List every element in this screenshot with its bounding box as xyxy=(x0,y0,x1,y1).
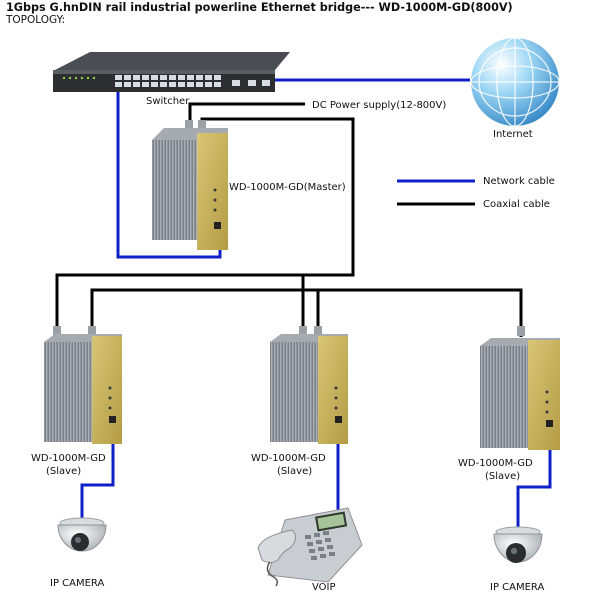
slave-right-role-label: (Slave) xyxy=(485,471,520,482)
slave-mid-model-label: WD-1000M-GD xyxy=(251,453,326,464)
slave-left-role-label: (Slave) xyxy=(46,466,81,477)
legend-coax-label: Coaxial cable xyxy=(483,199,550,210)
camera-left-label: IP CAMERA xyxy=(50,578,104,589)
voip-phone-icon xyxy=(257,507,363,587)
master-device xyxy=(152,120,228,250)
slave-device-middle xyxy=(270,326,348,444)
switcher-label: Switcher xyxy=(146,96,190,107)
slave-right-model-label: WD-1000M-GD xyxy=(458,458,533,469)
topology-label: TOPOLOGY: xyxy=(6,14,66,26)
cable-power-master xyxy=(188,102,305,128)
voip-label: VOIP xyxy=(312,582,336,593)
slave-left-model-label: WD-1000M-GD xyxy=(31,453,106,464)
cable-slave-left-camera xyxy=(80,420,115,520)
master-label: WD-1000M-GD(Master) xyxy=(229,182,346,193)
ip-camera-left-icon xyxy=(57,517,107,552)
slave-device-right xyxy=(480,326,560,450)
internet-globe-icon xyxy=(470,37,560,127)
legend: Network cable Coaxial cable xyxy=(397,176,555,210)
network-switch xyxy=(53,52,290,92)
ip-camera-right-icon xyxy=(493,526,543,563)
cable-slave-right-camera xyxy=(516,425,552,528)
cable-trunk-right xyxy=(90,288,523,337)
slave-device-left xyxy=(44,326,122,444)
page-title: 1Gbps G.hnDIN rail industrial powerline … xyxy=(6,1,513,14)
legend-network-label: Network cable xyxy=(483,176,555,187)
power-supply-label: DC Power supply(12-800V) xyxy=(312,100,446,111)
internet-label: Internet xyxy=(493,129,533,140)
camera-right-label: IP CAMERA xyxy=(490,582,544,593)
slave-mid-role-label: (Slave) xyxy=(277,466,312,477)
coaxial-cables xyxy=(55,102,523,337)
